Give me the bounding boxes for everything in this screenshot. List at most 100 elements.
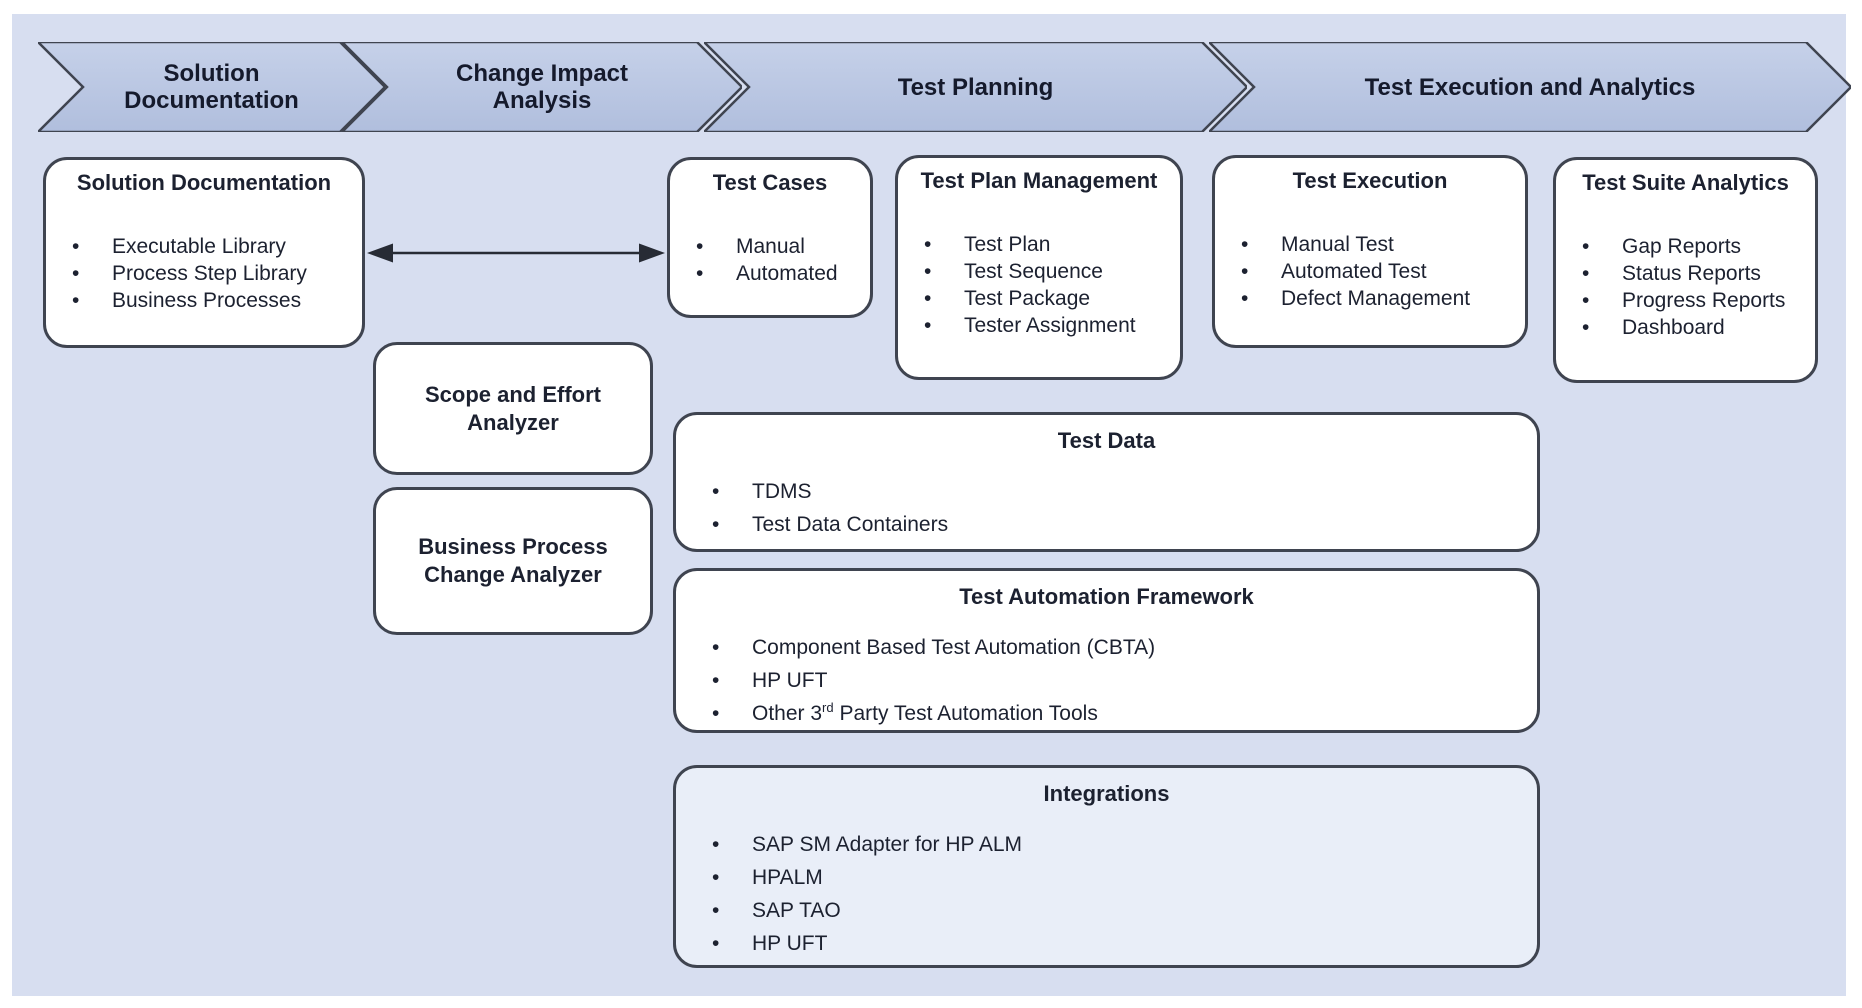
phase-chevron-change-impact-analysis: Change Impact Analysis bbox=[342, 42, 742, 132]
bullet-list: •SAP SM Adapter for HP ALM•HPALM•SAP TAO… bbox=[676, 828, 1537, 960]
bullet-item: •Test Plan bbox=[912, 231, 1180, 258]
bullet-dot: • bbox=[712, 480, 720, 503]
bullet-text: Test Data Containers bbox=[752, 513, 949, 536]
box-title: Test Cases bbox=[712, 170, 828, 195]
bullet-dot: • bbox=[712, 899, 720, 922]
box-test-automation-framework: Test Automation Framework • Component Bas… bbox=[673, 568, 1540, 733]
bullet-dot: • bbox=[1241, 287, 1249, 310]
bullet-item: •Progress Reports bbox=[1570, 287, 1815, 314]
bullet-list: • Manual Test • Automated Test • Defect Manag… bbox=[1215, 231, 1525, 312]
bullet-list: •Executable Library•Process Step Library… bbox=[46, 233, 362, 314]
bullet-text: Defect Management bbox=[1281, 287, 1471, 310]
box-scope-and-effort-analyzer: Scope and Effort Analyzer bbox=[373, 342, 653, 475]
phase-label: Solution Documentation bbox=[124, 60, 299, 114]
bullet-item: • Test Sequence bbox=[912, 258, 1180, 285]
bullet-item: •Executable Library bbox=[60, 233, 362, 260]
bullet-item: •Manual bbox=[684, 233, 870, 260]
bullet-text: Manual bbox=[736, 235, 805, 258]
bullet-text: HP UFT bbox=[752, 932, 828, 955]
box-title: Test Automation Framework bbox=[959, 584, 1254, 609]
bullet-text: TDMS bbox=[752, 480, 812, 503]
bullet-dot: • bbox=[712, 866, 720, 889]
bullet-item: •Tester Assignment bbox=[912, 312, 1180, 339]
box-integrations: Integrations •SAP SM Adapter for HP ALM•… bbox=[673, 765, 1540, 968]
phase-chevron-test-execution-and-analytics: Test Execution and Analytics bbox=[1209, 42, 1851, 132]
bullet-text: SAP TAO bbox=[752, 899, 841, 922]
box-title: Test Plan Management bbox=[920, 168, 1158, 193]
box-test-data: Test Data • TDMS • Test Data Containers bbox=[673, 412, 1540, 552]
phase-chevron-test-planning: Test Planning bbox=[704, 42, 1247, 132]
bullet-dot: • bbox=[712, 669, 720, 692]
bullet-dot: • bbox=[1241, 233, 1249, 256]
chevron-arrow-icon bbox=[342, 42, 742, 132]
bullet-text: Dashboard bbox=[1622, 316, 1725, 339]
box-title: Test Data bbox=[1057, 428, 1156, 453]
box-title: Business Process Change Analyzer bbox=[418, 534, 608, 587]
bullet-dot: • bbox=[1241, 260, 1249, 283]
bullet-dot: • bbox=[712, 513, 720, 536]
bullet-list: • TDMS • Test Data Containers bbox=[676, 475, 1537, 541]
bullet-dot: • bbox=[696, 262, 704, 285]
bullet-text: Automated Test bbox=[1281, 260, 1427, 283]
box-title: Solution Documentation bbox=[76, 170, 332, 195]
bullet-item: •SAP SM Adapter for HP ALM bbox=[700, 828, 1537, 861]
box-test-plan-management: Test Plan Management •Test Plan•Test Seq… bbox=[895, 155, 1183, 380]
bullet-dot: • bbox=[924, 314, 932, 337]
bullet-text: Test Package bbox=[964, 287, 1091, 310]
bullet-dot: • bbox=[924, 260, 932, 283]
bullet-item: • SAP TAO bbox=[700, 894, 1537, 927]
bullet-text: Test Plan bbox=[964, 233, 1051, 256]
bullet-dot: • bbox=[1582, 289, 1590, 312]
chevron-arrow-icon bbox=[38, 42, 385, 132]
chevron-arrow-icon bbox=[1209, 42, 1851, 132]
phase-label: Test Planning bbox=[897, 73, 1054, 101]
box-solution-documentation: Solution Documentation •Executable Libra… bbox=[43, 157, 365, 348]
box-test-cases: Test Cases •Manual• Automated bbox=[667, 157, 873, 318]
bullet-dot: • bbox=[72, 289, 80, 312]
bullet-item: • Dashboard bbox=[1570, 314, 1815, 341]
box-title: Test Suite Analytics bbox=[1582, 170, 1789, 195]
bullet-text: Automated bbox=[736, 262, 838, 285]
phase-chevron-solution-documentation: Solution Documentation bbox=[38, 42, 385, 132]
bullet-dot: • bbox=[712, 636, 720, 659]
bullet-dot: • bbox=[712, 932, 720, 955]
bullet-item: • Component Based Test Automation (CBTA) bbox=[700, 631, 1537, 664]
box-test-execution: Test Execution • Manual Test • Automated Te… bbox=[1212, 155, 1528, 348]
chevron-arrow-icon bbox=[704, 42, 1247, 132]
bullet-text: HP UFT bbox=[752, 669, 828, 692]
bullet-item: • HP UFT bbox=[700, 664, 1537, 697]
bullet-item: • HPALM bbox=[700, 861, 1537, 894]
bullet-text: Gap Reports bbox=[1622, 235, 1742, 258]
bullet-item: • Defect Management bbox=[1229, 285, 1525, 312]
bullet-item: • Status Reports bbox=[1570, 260, 1815, 287]
bullet-item: • Automated bbox=[684, 260, 870, 287]
phase-label: Test Execution and Analytics bbox=[1364, 73, 1696, 101]
bullet-text: Test Sequence bbox=[964, 260, 1103, 283]
box-test-suite-analytics: Test Suite Analytics •Gap Reports•Status… bbox=[1553, 157, 1818, 383]
bullet-item: • Manual Test bbox=[1229, 231, 1525, 258]
bullet-list: •Component Based Test Automation (CBTA)•… bbox=[676, 631, 1537, 730]
phase-label: Change Impact Analysis bbox=[455, 60, 629, 114]
box-title: Test Execution bbox=[1292, 168, 1448, 193]
bullet-item: •Other 3rd Party Test Automation Tools bbox=[700, 697, 1537, 730]
bullet-text: Status Reports bbox=[1622, 262, 1761, 285]
bullet-item: • TDMS bbox=[700, 475, 1537, 508]
bullet-item: •Gap Reports bbox=[1570, 233, 1815, 260]
bullet-text: SAP SM Adapter for HP ALM bbox=[752, 833, 1023, 856]
bullet-dot: • bbox=[1582, 316, 1590, 339]
bullet-text: Manual Test bbox=[1281, 233, 1394, 256]
bullet-item: • Business Processes bbox=[60, 287, 362, 314]
bullet-item: • HP UFT bbox=[700, 927, 1537, 960]
bullet-text: Business Processes bbox=[112, 289, 302, 312]
bullet-text: HPALM bbox=[752, 866, 823, 889]
bullet-dot: • bbox=[924, 287, 932, 310]
bullet-dot: • bbox=[712, 702, 720, 725]
bullet-dot: • bbox=[1582, 262, 1590, 285]
bullet-list: •Test Plan•Test Sequence•Test Package•Te… bbox=[898, 231, 1180, 339]
bullet-text: Component Based Test Automation (CBTA) bbox=[752, 636, 1156, 659]
bullet-item: •Process Step Library bbox=[60, 260, 362, 287]
bullet-list: •Manual• Automated bbox=[670, 233, 870, 287]
bullet-text: Process Step Library bbox=[112, 262, 307, 285]
bullet-item: • Test Package bbox=[912, 285, 1180, 312]
